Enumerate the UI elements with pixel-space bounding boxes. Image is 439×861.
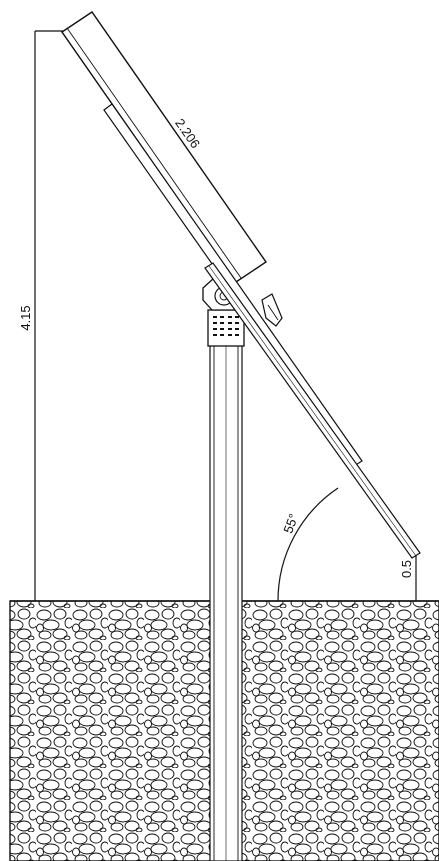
- height-dimension-label: 4.15: [18, 305, 33, 330]
- clearance-dimension: 0.5: [399, 556, 417, 601]
- support-post: [209, 343, 243, 861]
- solar-panel: [61, 11, 421, 559]
- tilt-angle-marker: 55°: [277, 487, 339, 602]
- height-dimension: 4.15: [18, 30, 63, 601]
- tilt-angle-label: 55°: [280, 512, 301, 536]
- clearance-label: 0.5: [399, 560, 414, 578]
- panel-module: [61, 11, 267, 283]
